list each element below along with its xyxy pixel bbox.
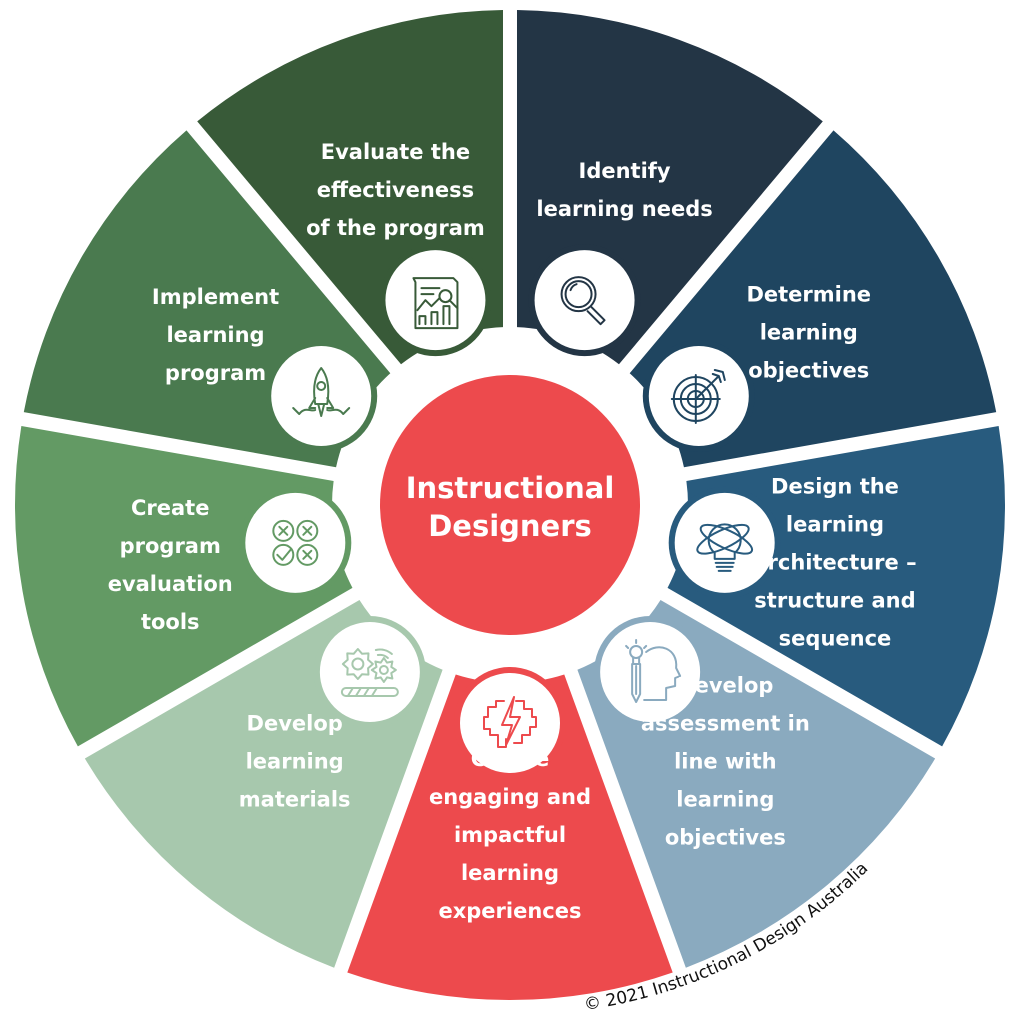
icon-badge <box>534 250 635 351</box>
center-label-line-2: Designers <box>428 509 592 543</box>
brain-lightning-icon <box>454 667 566 779</box>
center-circle <box>380 375 640 635</box>
segment-label-design-learning-architecture: Design the learning architecture – structur… <box>753 474 916 650</box>
segment-label-line: learning <box>166 323 264 347</box>
icon-badge <box>674 492 775 593</box>
center-label-line-1: Instructional <box>406 471 615 505</box>
segment-label-line: evaluation <box>108 572 233 596</box>
segment-label-line: objectives <box>748 359 869 383</box>
segment-label-develop-learning-materials: Develop learning materials <box>239 712 351 812</box>
rocket-icon-glyph <box>292 367 351 417</box>
segment-label-line: engaging and <box>429 785 591 809</box>
target-icon <box>642 340 755 452</box>
segment-label-line: learning needs <box>536 197 712 221</box>
segment-label-line: Implement <box>152 285 279 309</box>
segment-label-line: experiences <box>438 899 581 923</box>
rocket-icon <box>265 340 378 452</box>
segment-label-line: program <box>120 534 221 558</box>
icons-layer <box>239 244 781 779</box>
icon-badge <box>600 621 701 722</box>
segment-label-determine-learning-objectives: Determine learning objectives <box>746 283 871 383</box>
head-idea-pencil-icon-glyph <box>625 638 682 703</box>
segment-label-line: materials <box>239 788 351 812</box>
segment-label-line: learning <box>760 321 858 345</box>
segment-label-line: Determine <box>746 283 871 307</box>
segment-label-line: Create <box>131 496 209 520</box>
check-cross-bubbles-icon-glyph <box>272 519 319 566</box>
report-analysis-icon-glyph <box>412 277 459 330</box>
segment-label-line: program <box>165 361 266 385</box>
lightbulb-orbit-icon <box>668 486 781 599</box>
segment-label-line: learning <box>461 861 559 885</box>
segment-label-line: learning <box>246 750 344 774</box>
lightbulb-orbit-icon-glyph <box>696 523 754 572</box>
segment-label-line: architecture – <box>753 550 916 574</box>
segment-label-identify-learning-needs: Identify learning needs <box>536 159 712 221</box>
segment-label-line: Evaluate the <box>321 140 470 164</box>
segment-label-implement-learning-program: Implement learning program <box>152 285 279 385</box>
center-hub: Instructional Designers <box>380 375 640 635</box>
segment-create-engaging-experiences <box>347 674 673 1001</box>
icon-badge <box>271 346 372 446</box>
segment-label-line: Identify <box>579 159 671 183</box>
segment-label-line: effectiveness <box>317 178 474 202</box>
segment-label-line: Develop <box>247 712 343 736</box>
segment-label-line: learning <box>786 512 884 536</box>
segment-label-line: line with <box>674 750 777 774</box>
icon-badge <box>319 621 420 722</box>
head-idea-pencil-icon <box>594 615 707 728</box>
check-cross-bubbles-icon <box>239 486 352 599</box>
segment-label-evaluate-program-effectiveness: Evaluate the effectiveness of the program <box>306 140 485 240</box>
magnifier-icon-glyph <box>560 276 606 326</box>
brain-lightning-icon-glyph <box>483 696 537 748</box>
magnifier-icon <box>528 244 641 357</box>
segment-label-line: structure and <box>754 588 915 612</box>
segment-label-line: tools <box>141 610 200 634</box>
segment-label-line: Develop <box>677 674 773 698</box>
icon-badge <box>245 492 346 593</box>
segment-label-line: impactful <box>454 823 566 847</box>
segment-label-line: objectives <box>665 826 786 850</box>
segment-label-line: assessment in <box>641 712 810 736</box>
segment-label-line: Create <box>471 747 549 771</box>
segment-label-line: learning <box>676 788 774 812</box>
segment-label-create-engaging-experiences: Create engaging and impactful learning exper… <box>429 747 591 923</box>
segment-label-line: Design the <box>771 474 899 498</box>
icon-badge <box>460 673 560 773</box>
icon-badge <box>385 250 486 351</box>
segment-label-line: of the program <box>306 216 485 240</box>
gears-progress-icon <box>313 615 426 728</box>
segment-label-develop-assessment: Develop assessment in line with learning obj… <box>641 674 810 850</box>
target-icon-glyph <box>670 369 726 424</box>
report-analysis-icon <box>379 244 492 357</box>
segment-label-create-program-evaluation-tools: Create program evaluation tools <box>108 496 233 634</box>
gears-progress-icon-glyph <box>340 647 399 697</box>
segment-label-line: sequence <box>779 626 892 650</box>
